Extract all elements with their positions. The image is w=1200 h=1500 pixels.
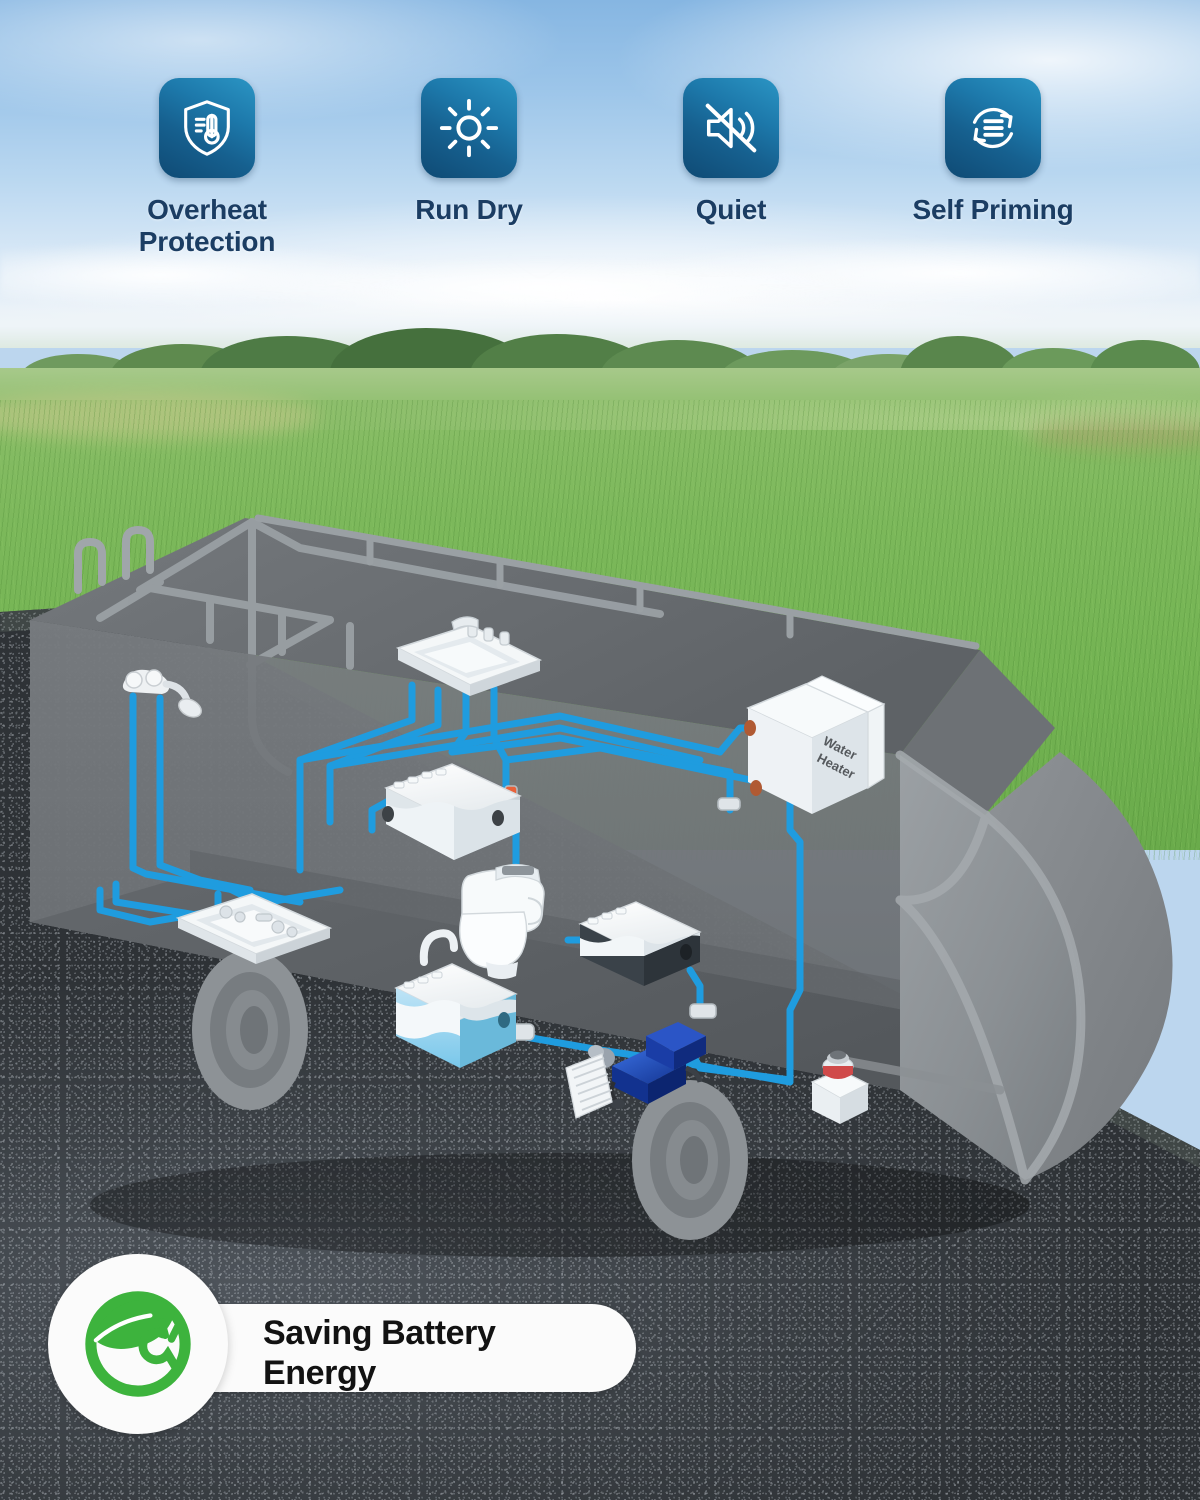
feature-self-priming[interactable]: Self Priming [862, 78, 1124, 226]
feature-icon-row: Overheat Protection Run Dry Quiet [0, 78, 1200, 268]
black-water-tank [578, 901, 702, 986]
field-patch [0, 392, 320, 440]
wheel-front [192, 950, 308, 1110]
field-patch [1010, 404, 1200, 444]
badge-icon-circle [48, 1254, 228, 1434]
recycle-arrows-icon [972, 107, 1014, 149]
sun-icon [439, 98, 499, 158]
rv-nose-cap [900, 755, 1081, 1180]
rv-ground-shadow [90, 1153, 1030, 1257]
feature-tile [683, 78, 779, 178]
kitchen-sink [175, 893, 333, 964]
feature-overheat-protection[interactable]: Overheat Protection [76, 78, 338, 259]
shower-head [122, 669, 202, 718]
feature-label: Overheat Protection [138, 194, 276, 258]
rv-nose-roof [900, 650, 1055, 815]
shield-thermometer-icon [184, 100, 230, 156]
feature-quiet[interactable]: Quiet [600, 78, 862, 226]
saving-battery-energy-badge: Saving Battery Energy [48, 1254, 636, 1434]
water-pump [588, 1022, 706, 1109]
rv-side-trim [835, 1055, 1005, 1095]
eco-leaf-plug-icon [85, 1291, 191, 1397]
water-heater: Water Heater [744, 675, 886, 814]
vent-grille [565, 1053, 613, 1119]
fresh-water-tank-upper [382, 763, 522, 860]
fresh-water-tank-lower [394, 929, 518, 1068]
feature-label: Quiet [695, 194, 767, 225]
toilet [459, 863, 545, 979]
rv-water-system-diagram: Water Heater [0, 470, 1200, 1270]
feature-tile [421, 78, 517, 178]
badge-text: Saving Battery Energy [263, 1314, 496, 1392]
roof-rail [254, 514, 980, 650]
feature-label: Self Priming [912, 194, 1074, 225]
field-patch [1030, 420, 1200, 450]
roof-vent-stacks [74, 525, 154, 594]
wheel-rear [632, 1080, 748, 1240]
city-water-inlet [810, 1050, 870, 1124]
speaker-mute-icon [705, 103, 757, 153]
feature-tile [945, 78, 1041, 178]
feature-label: Run Dry [415, 194, 523, 225]
rv-nose-seams [895, 750, 1086, 1185]
bathroom-sink [395, 616, 543, 696]
feature-tile [159, 78, 255, 178]
feature-run-dry[interactable]: Run Dry [338, 78, 600, 226]
